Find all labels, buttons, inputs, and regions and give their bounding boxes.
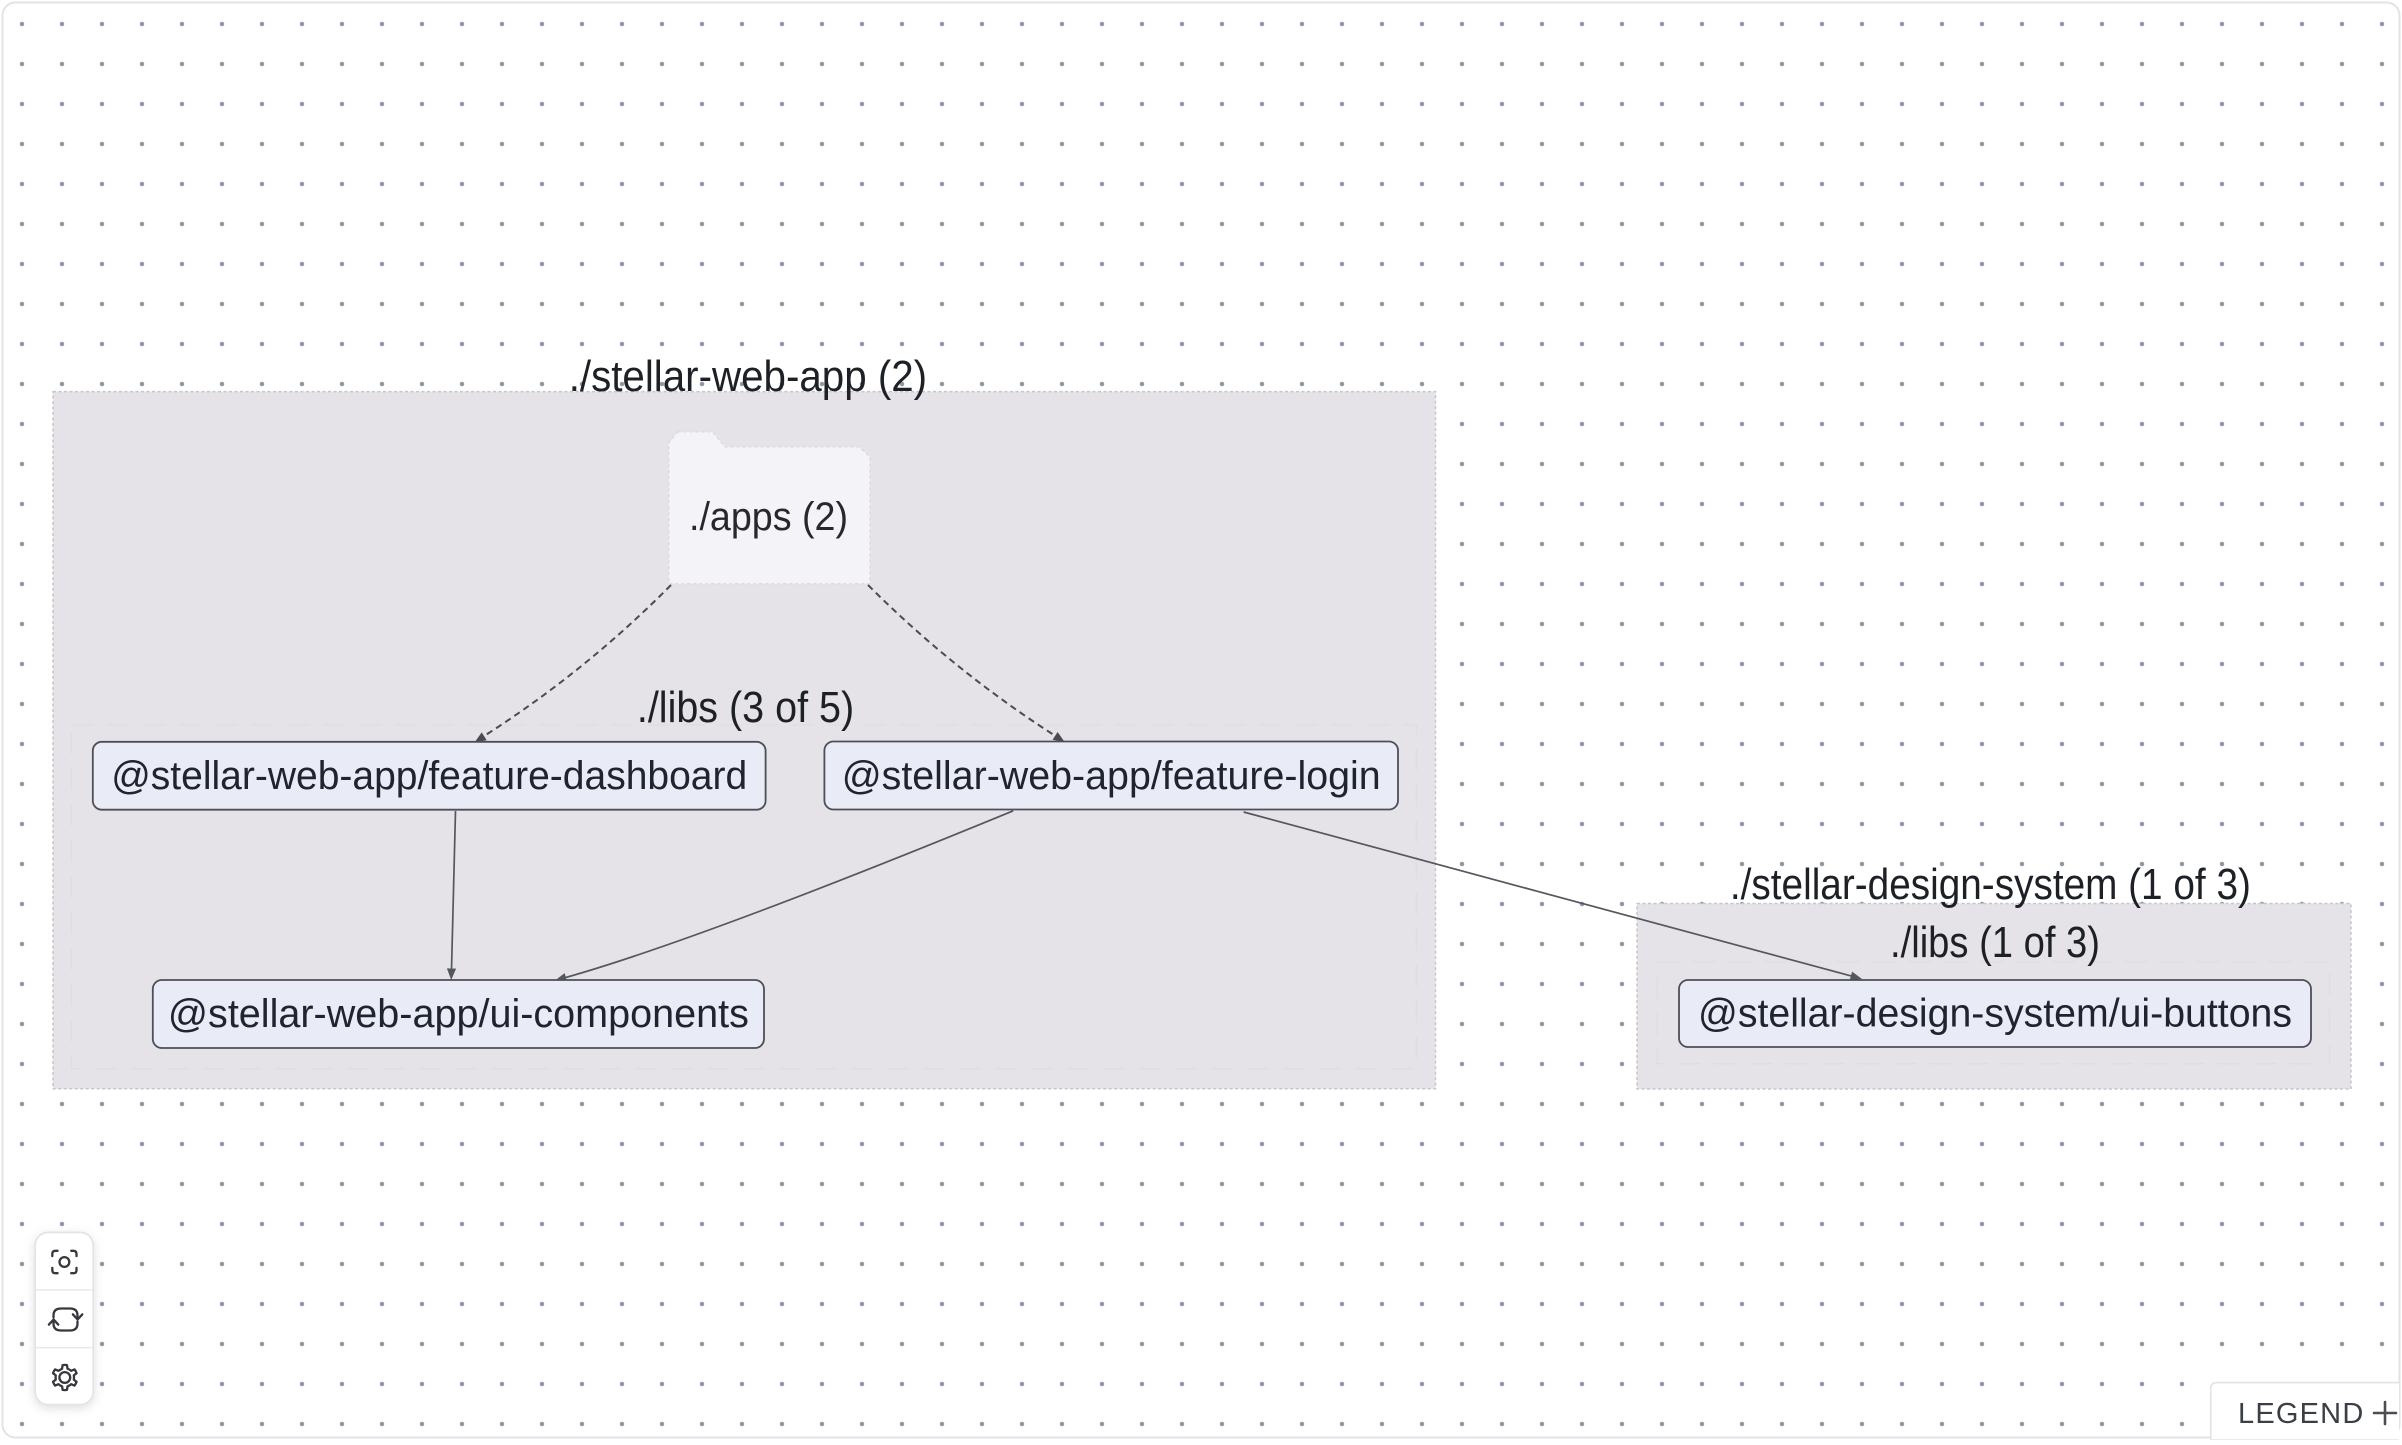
svg-text:./libs (1 of 3): ./libs (1 of 3) [1890, 918, 2100, 967]
svg-text:./stellar-web-app (2): ./stellar-web-app (2) [569, 352, 927, 401]
svg-text:@stellar-web-app/ui-components: @stellar-web-app/ui-components [168, 992, 749, 1036]
svg-text:./apps (2): ./apps (2) [689, 495, 848, 539]
svg-text:@stellar-web-app/feature-login: @stellar-web-app/feature-login [842, 754, 1381, 798]
svg-text:LEGEND: LEGEND [2238, 1398, 2364, 1430]
svg-text:./stellar-design-system (1 of: ./stellar-design-system (1 of 3) [1730, 860, 2251, 909]
svg-text:@stellar-web-app/feature-dashb: @stellar-web-app/feature-dashboard [111, 754, 747, 798]
svg-text:@stellar-design-system/ui-butt: @stellar-design-system/ui-buttons [1698, 992, 2292, 1036]
svg-text:./libs (3 of 5): ./libs (3 of 5) [637, 683, 854, 732]
